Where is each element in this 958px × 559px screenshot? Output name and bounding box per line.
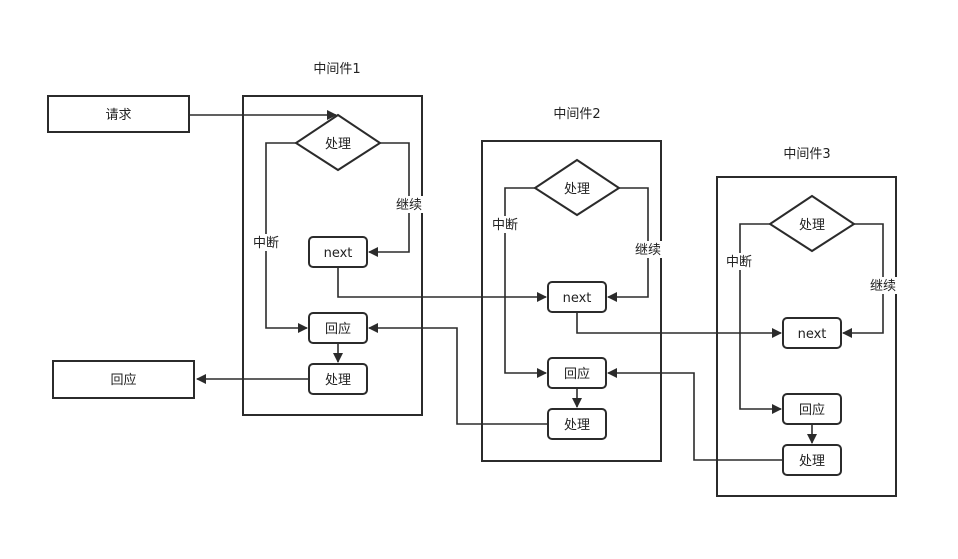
- middleware-2-decision-label: 处理: [564, 182, 590, 197]
- middleware-1-decision-label: 处理: [325, 137, 351, 152]
- middleware-2: 中间件2 处理 next 回应 处理 继续 中断: [481, 107, 662, 462]
- middleware-3-next-label: next: [798, 327, 827, 342]
- middleware-3-decision-label: 处理: [799, 218, 825, 233]
- middleware-3-continue-label: 继续: [870, 279, 896, 294]
- middleware-3-next: [782, 317, 842, 349]
- middleware-3-interrupt-label: 中断: [726, 255, 752, 270]
- middleware-1-respond-label: 回应: [325, 321, 351, 337]
- edge-m2-process-to-m1-respond: [368, 323, 548, 425]
- middleware-3-process: [782, 444, 842, 476]
- middleware-2-respond-label: 回应: [564, 366, 590, 382]
- middleware-3: 中间件3 处理 next 回应 处理 继续 中断: [716, 147, 897, 497]
- middleware-1-interrupt-label: 中断: [253, 236, 279, 251]
- edge-m3-interrupt: [739, 223, 782, 414]
- middleware-3-respond: [782, 393, 842, 425]
- request-node: 请求: [47, 95, 190, 133]
- middleware-2-continue-label: 继续: [635, 243, 661, 258]
- middleware-3-process-label: 处理: [799, 454, 825, 469]
- middleware-1-title: 中间件1: [313, 62, 360, 77]
- middleware-2-process-label: 处理: [564, 418, 590, 433]
- middleware-2-next: [547, 281, 607, 313]
- response-label: 回应: [110, 372, 136, 388]
- middleware-1-next: [308, 236, 368, 268]
- middleware-1: 中间件1 处理 next 回应 处理 继续 中断: [242, 62, 423, 416]
- middleware-3-title: 中间件3: [783, 147, 830, 162]
- middleware-2-interrupt-label: 中断: [492, 218, 518, 233]
- middleware-1-process: [308, 363, 368, 395]
- middleware-3-respond-label: 回应: [799, 402, 825, 418]
- edge-m1-next-to-m2: [337, 268, 547, 302]
- middleware-3-frame: [716, 176, 897, 497]
- middleware-1-next-label: next: [324, 246, 353, 261]
- middleware-2-decision: [533, 158, 621, 217]
- edge-m3-process-to-m2-respond: [607, 368, 783, 461]
- middleware-2-respond: [547, 357, 607, 389]
- middleware-3-decision: [768, 194, 856, 253]
- edge-m2-next-to-m3: [576, 313, 782, 338]
- middleware-1-respond: [308, 312, 368, 344]
- request-label: 请求: [105, 108, 131, 123]
- middleware-2-next-label: next: [563, 291, 592, 306]
- edges: [190, 110, 884, 461]
- middleware-2-frame: [481, 140, 662, 462]
- middleware-2-title: 中间件2: [553, 107, 600, 122]
- middleware-1-continue-label: 继续: [396, 198, 422, 213]
- edge-m2-interrupt: [504, 187, 547, 378]
- middleware-1-frame: [242, 95, 423, 416]
- middleware-1-decision: [294, 113, 382, 172]
- middleware-2-process: [547, 408, 607, 440]
- response-node: 回应: [52, 360, 195, 399]
- middleware-1-process-label: 处理: [325, 373, 351, 388]
